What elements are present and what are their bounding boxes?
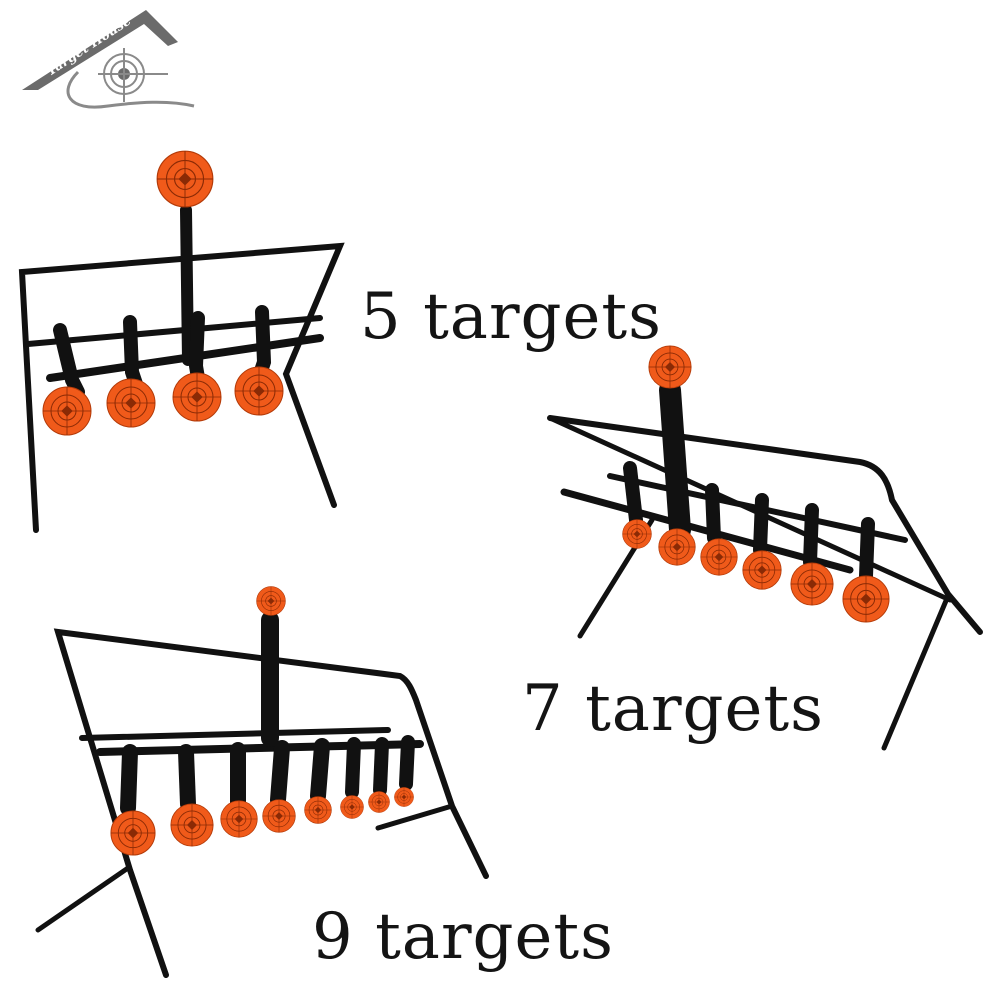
label-5-targets: 5 targets (360, 280, 662, 354)
rack-5-targets (18, 204, 345, 533)
logo-swoosh-icon (66, 70, 195, 109)
logo-roof-icon (22, 10, 178, 90)
rack-5-target-plates (42, 150, 284, 436)
label-7-targets: 7 targets (522, 672, 824, 746)
rack-7-targets (547, 379, 983, 751)
label-9-targets: 9 targets (312, 900, 614, 974)
brand-logo: Target House (22, 10, 195, 109)
logo-crosshair-icon (98, 48, 168, 102)
rack-9-targets (35, 611, 489, 978)
